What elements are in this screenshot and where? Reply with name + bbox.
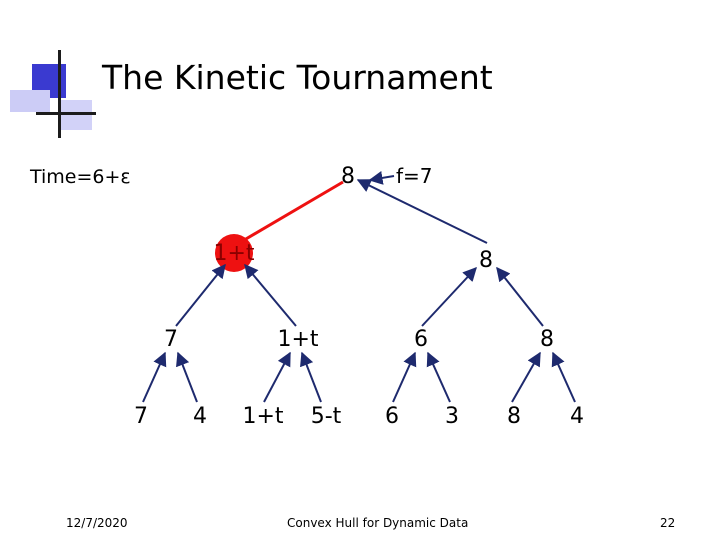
node-l1-2: 8: [479, 248, 493, 273]
node-root: 8: [341, 164, 355, 189]
leaf-3: 1+t: [242, 404, 283, 429]
highlighted-node-circle: [215, 234, 253, 272]
certificate-label: f=7: [396, 164, 433, 188]
edge-l2a-leaf2: [176, 351, 198, 403]
logo-square-lavender: [10, 90, 50, 112]
node-l1-1: 1+t: [213, 241, 254, 266]
edge-l2b-leaf3: [263, 351, 291, 403]
page-title: The Kinetic Tournament: [102, 58, 493, 97]
edge-l2a-leaf1: [142, 351, 167, 403]
node-l2-2: 1+t: [277, 327, 318, 352]
edge-root-right: [356, 179, 488, 244]
footer-date: 12/7/2020: [66, 516, 128, 530]
leaf-1: 7: [134, 404, 148, 429]
leaf-7: 8: [507, 404, 521, 429]
edge-l2c-leaf6: [426, 351, 451, 403]
page-number: 22: [660, 516, 676, 530]
leaf-4: 5-t: [311, 404, 342, 429]
edge-root-left: [233, 180, 344, 248]
node-l2-3: 6: [414, 327, 428, 352]
edge-l1a-l2b: [244, 263, 297, 327]
node-l2-4: 8: [540, 327, 554, 352]
node-l2-1: 7: [164, 327, 178, 352]
edge-l2d-leaf7: [511, 351, 541, 403]
edge-l2d-leaf8: [551, 351, 576, 403]
edge-l1a-l2a: [175, 263, 226, 327]
logo-square-lavender-2: [58, 100, 92, 130]
edge-l2c-leaf5: [392, 351, 417, 403]
leaf-5: 6: [385, 404, 399, 429]
leaf-6: 3: [445, 404, 459, 429]
time-label: Time=6+ε: [30, 166, 131, 188]
footer-title: Convex Hull for Dynamic Data: [287, 516, 469, 530]
edge-certificate: [368, 171, 395, 185]
edge-l1b-l2d: [496, 266, 544, 327]
edge-l1b-l2c: [421, 266, 477, 327]
leaf-8: 4: [570, 404, 584, 429]
edge-l2b-leaf4: [300, 351, 322, 403]
logo-vertical-line: [58, 50, 61, 138]
leaf-2: 4: [193, 404, 207, 429]
logo-horizontal-line: [36, 112, 96, 115]
